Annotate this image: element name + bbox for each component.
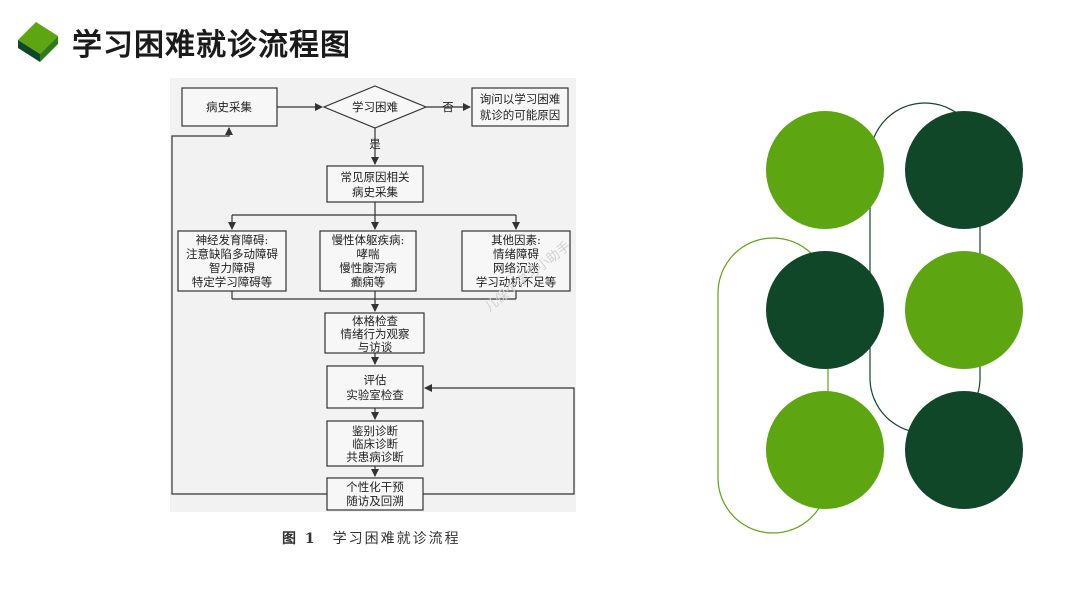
intervention-line1: 个性化干预 [346,480,404,494]
chronic-line1: 慢性体躯疾病: [332,233,405,247]
box-neuro [177,230,287,292]
decorative-circles [717,102,1023,534]
circle-dark-1 [905,111,1023,229]
common-history-line2: 病史采集 [352,185,398,199]
diagnosis-line3: 共患病诊断 [346,450,404,464]
neuro-line1: 神经发育障碍: [196,233,269,247]
caption-text: 学习困难就诊流程 [332,531,461,547]
ask-causes-line2: 就诊的可能原因 [480,108,561,122]
box-ask-causes [471,87,569,127]
decision-text: 学习困难 [352,100,398,114]
box-exam [324,312,425,354]
other-line3: 网络沉迷 [493,261,539,275]
box-chronic [319,230,417,292]
figure-caption: 图 1 学习困难就诊流程 [282,528,461,548]
box-other [461,230,571,292]
neuro-line3: 智力障碍 [209,261,255,275]
exam-line1: 体格检查 [352,314,398,328]
loop-back-history [171,127,327,495]
circle-light-3 [766,391,884,509]
box-diagnosis [326,420,424,467]
box-intervention [326,477,424,511]
loop-back-assess [423,384,575,495]
diagnosis-line1: 鉴别诊断 [352,424,398,438]
no-label: 否 [442,100,454,114]
history-text: 病史采集 [206,100,252,114]
flowchart-figure: 病史采集 学习困难 否 是 询问以学习困难 就诊的可能原因 常见原因相关 病史采… [170,78,576,512]
circle-light-1 [766,111,884,229]
caption-figure-number: 图 1 [282,531,317,547]
chronic-line2: 哮喘 [357,247,380,261]
circle-dark-3 [905,391,1023,509]
box-common-history [326,165,424,203]
ask-causes-line1: 询问以学习困难 [480,92,561,106]
exam-line2: 情绪行为观察 [341,327,410,341]
intervention-line2: 随访及回溯 [346,494,404,508]
chronic-line3: 慢性腹泻病 [339,261,397,275]
common-history-line1: 常见原因相关 [341,170,410,184]
neuro-line4: 特定学习障碍等 [192,275,273,289]
yes-label: 是 [369,137,381,151]
other-line4: 学习动机不足等 [476,275,557,289]
assess-line2: 实验室检查 [346,388,404,402]
diagnosis-line2: 临床诊断 [352,437,398,451]
other-line2: 情绪障碍 [493,247,539,261]
exam-line3: 与访谈 [358,340,393,354]
logo-icon [18,22,58,62]
assess-line1: 评估 [364,373,387,387]
chronic-line4: 癫痫等 [351,275,386,289]
circle-dark-2 [766,251,884,369]
box-assess [326,365,424,409]
other-line1: 其他因素: [491,233,541,247]
circle-light-2 [905,251,1023,369]
slide-title: 学习困难就诊流程图 [72,28,351,63]
neuro-line2: 注意缺陷多动障碍 [186,247,278,261]
